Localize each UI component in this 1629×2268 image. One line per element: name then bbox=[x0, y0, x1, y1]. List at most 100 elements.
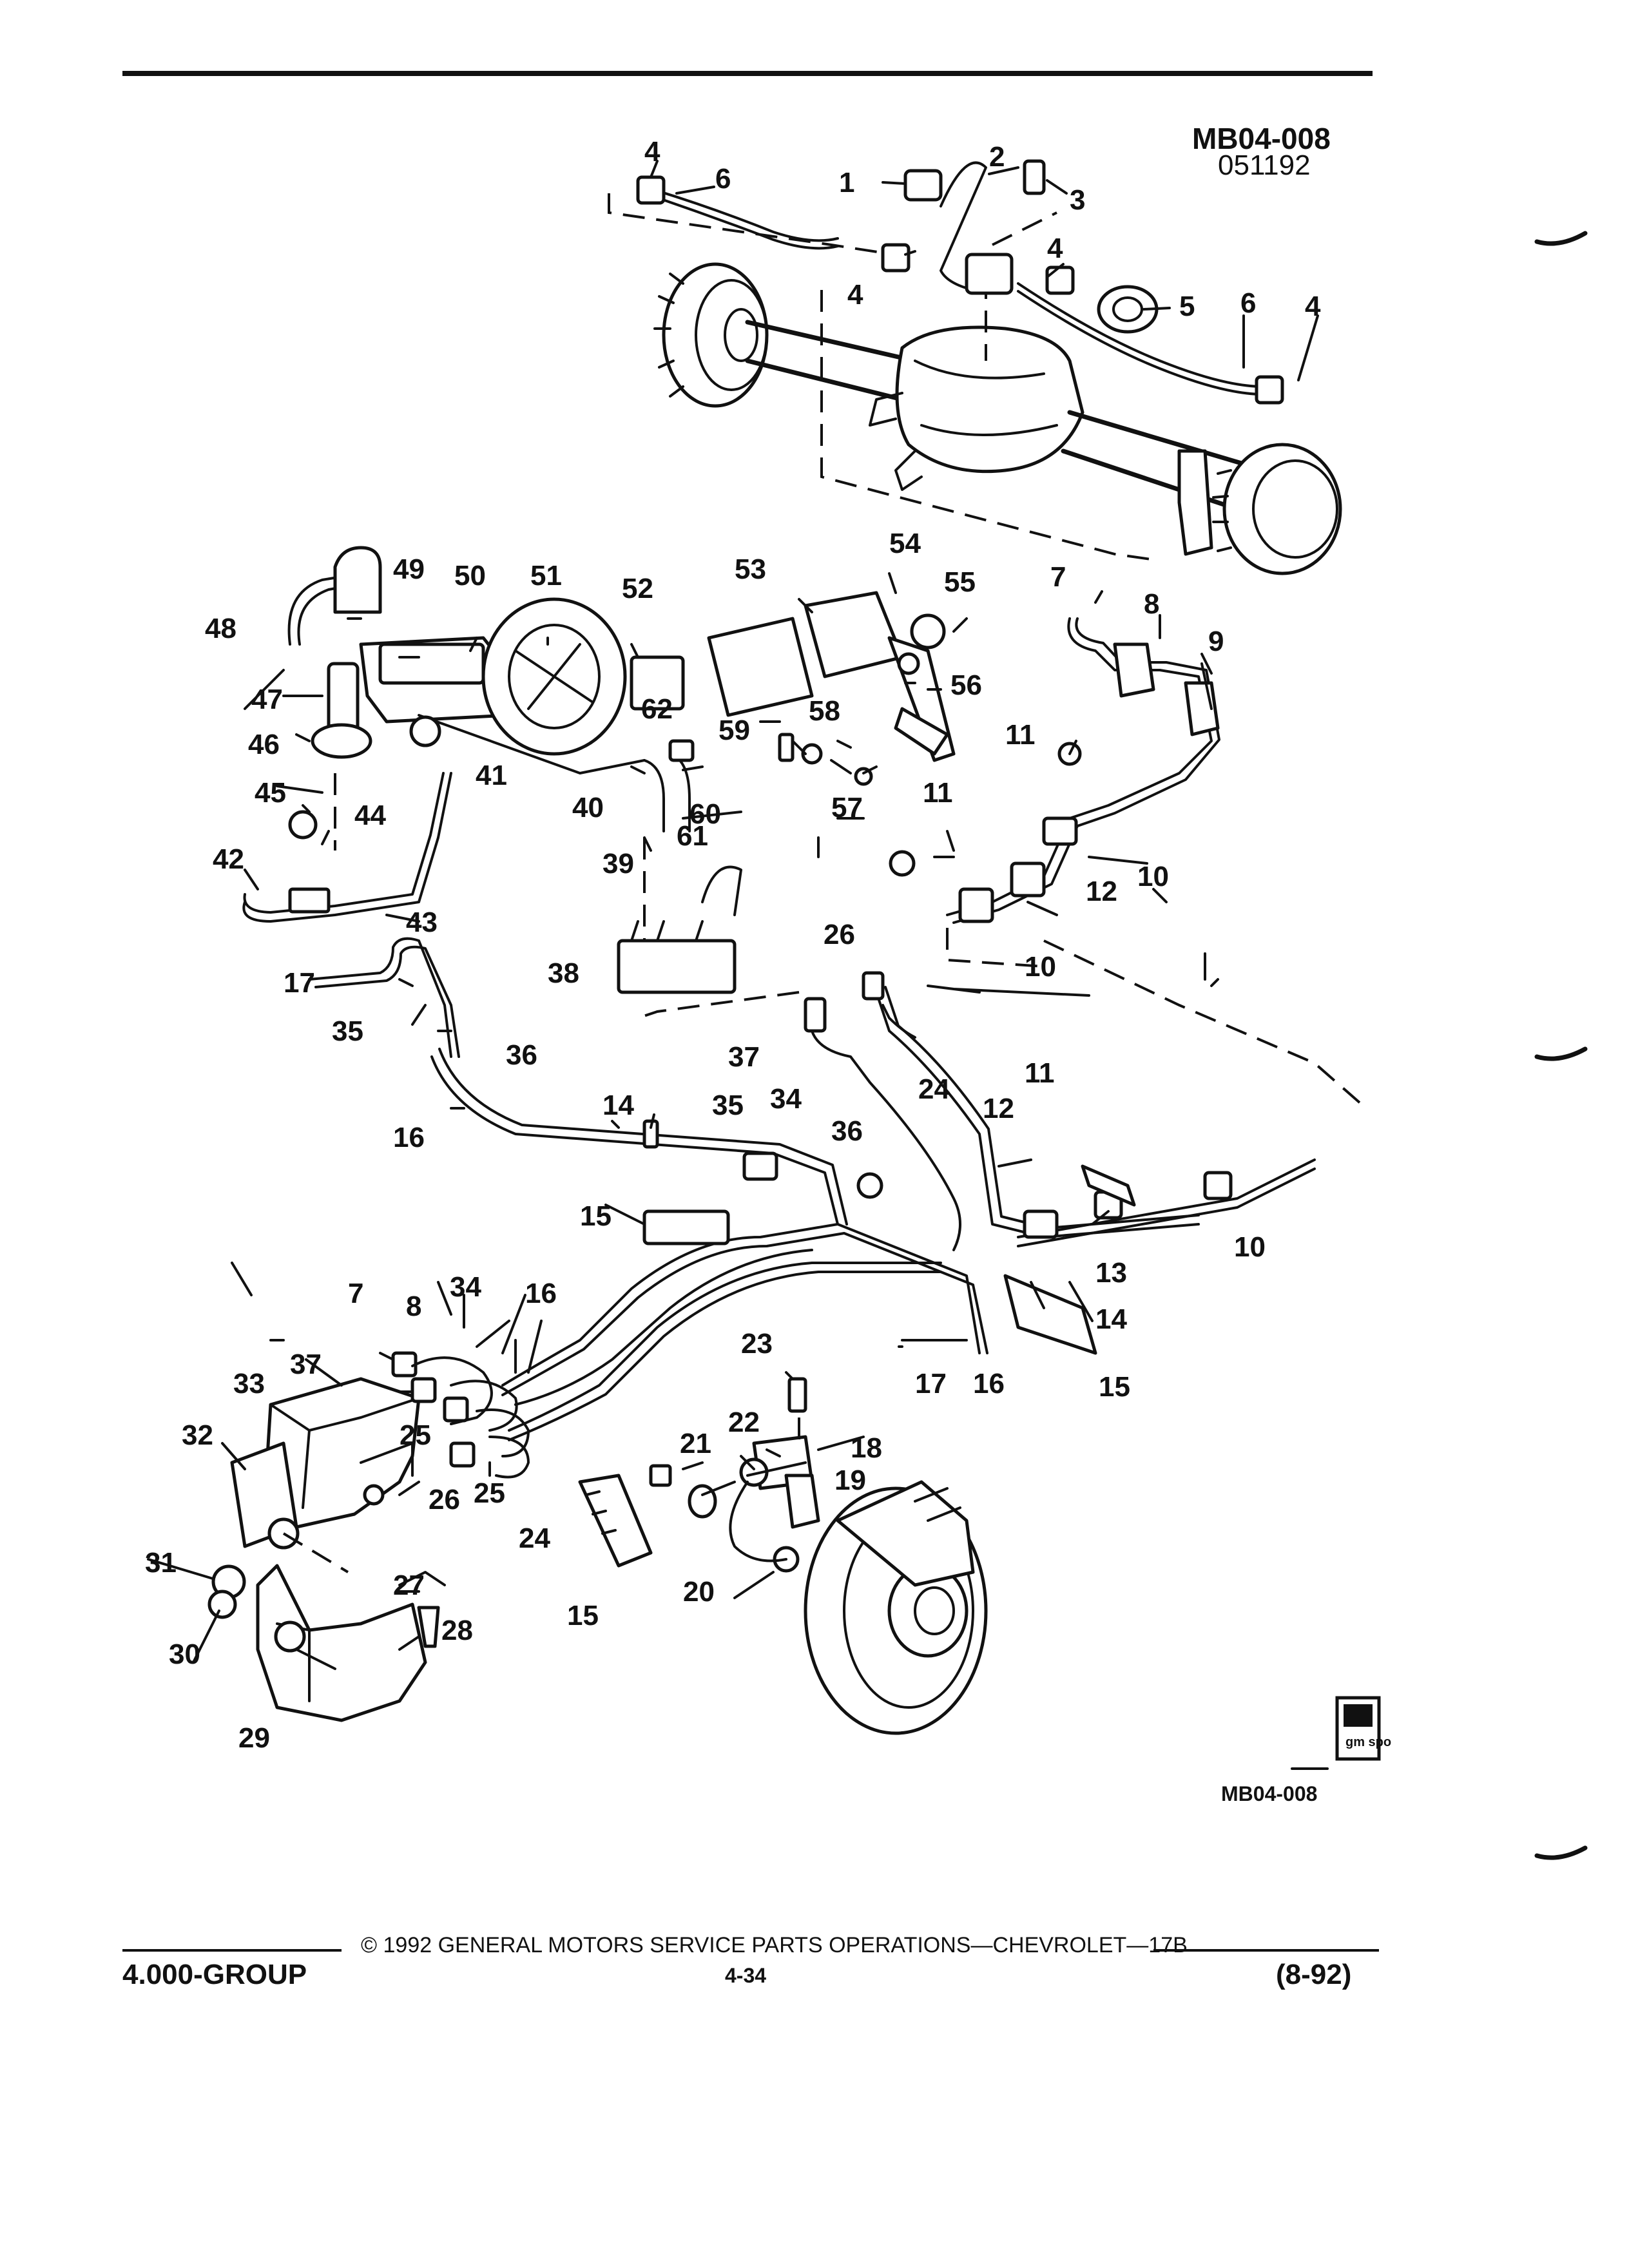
callout-label: 60 bbox=[689, 798, 721, 830]
callout-label: 55 bbox=[944, 566, 976, 598]
callout-label: 35 bbox=[332, 1015, 363, 1047]
callout-label: 61 bbox=[677, 820, 708, 852]
callout-label: 17 bbox=[915, 1368, 947, 1399]
callout-label: 3 bbox=[1070, 184, 1085, 216]
callout-label: 25 bbox=[474, 1477, 505, 1509]
callout-label: 62 bbox=[641, 693, 673, 725]
callout-label: 10 bbox=[1137, 861, 1169, 892]
rear-axle-assembly bbox=[608, 159, 1342, 575]
callout-label: 49 bbox=[393, 553, 425, 585]
callout-label: 15 bbox=[580, 1200, 612, 1232]
callout-label: 35 bbox=[712, 1090, 744, 1121]
callout-label: 41 bbox=[476, 760, 507, 791]
callout-label: 16 bbox=[525, 1278, 557, 1309]
callout-label: 34 bbox=[450, 1271, 481, 1303]
callout-label: 16 bbox=[393, 1122, 425, 1153]
diagram-code: MB04-008 bbox=[1192, 122, 1331, 155]
callout-label: 36 bbox=[831, 1115, 863, 1147]
callout-label: 16 bbox=[973, 1368, 1005, 1399]
callout-label: 31 bbox=[145, 1547, 177, 1579]
callout-label: 44 bbox=[354, 800, 386, 831]
top-rule bbox=[122, 71, 1373, 76]
master-cylinder-booster-group bbox=[242, 546, 956, 994]
callout-label: 36 bbox=[506, 1039, 537, 1071]
callout-label: 39 bbox=[602, 848, 634, 879]
callout-label: 37 bbox=[728, 1041, 760, 1073]
callout-label: 17 bbox=[284, 967, 315, 999]
callout-label: 14 bbox=[1095, 1303, 1127, 1335]
badge-text: gm spo bbox=[1345, 1735, 1391, 1749]
callout-label: 53 bbox=[735, 553, 766, 585]
callout-label: 21 bbox=[680, 1428, 711, 1459]
front-caliper-rotor bbox=[578, 1377, 988, 1735]
callout-label: 11 bbox=[1005, 719, 1036, 751]
callout-label: 15 bbox=[567, 1600, 599, 1631]
callout-label: 37 bbox=[290, 1349, 322, 1380]
callout-label: 13 bbox=[1095, 1257, 1127, 1289]
callout-label: 25 bbox=[400, 1419, 431, 1451]
callout-label: 29 bbox=[238, 1722, 270, 1754]
callout-label: 40 bbox=[572, 792, 604, 823]
footer-page-number: 4-34 bbox=[725, 1964, 767, 1987]
callout-label: 4 bbox=[644, 136, 660, 168]
callout-label: 7 bbox=[1050, 561, 1066, 593]
footer-date: (8-92) bbox=[1276, 1959, 1352, 1990]
callout-label: 6 bbox=[1240, 287, 1256, 319]
callout-label: 34 bbox=[770, 1083, 802, 1115]
callout-label: 11 bbox=[1025, 1057, 1055, 1089]
gm-spo-badge: gm spo bbox=[1291, 1696, 1391, 1770]
callout-label: 52 bbox=[622, 573, 653, 604]
callout-label: 2 bbox=[989, 141, 1005, 173]
figure-code: MB04-008 bbox=[1221, 1782, 1317, 1805]
diagram-date: 051192 bbox=[1218, 149, 1311, 181]
callout-label: 54 bbox=[889, 528, 921, 559]
abs-modulator-group bbox=[207, 1351, 530, 1722]
callout-numbers: 1 2 3 4 4 4 4 5 6 6 7 7 8 8 9 10 10 10 1… bbox=[145, 136, 1321, 1754]
callout-label: 57 bbox=[831, 792, 863, 823]
binding-marks bbox=[1534, 231, 1588, 1860]
callout-label: 4 bbox=[1047, 233, 1063, 264]
callout-label: 22 bbox=[728, 1407, 760, 1438]
callout-label: 32 bbox=[182, 1419, 213, 1451]
callout-label: 45 bbox=[255, 777, 286, 809]
callout-label: 4 bbox=[847, 279, 863, 311]
front-brake-pipes bbox=[308, 937, 1367, 1441]
callout-label: 30 bbox=[169, 1639, 200, 1670]
callout-label: 26 bbox=[429, 1484, 460, 1515]
callout-label: 28 bbox=[441, 1615, 473, 1646]
callout-label: 7 bbox=[348, 1278, 363, 1309]
callout-label: 14 bbox=[602, 1090, 634, 1121]
footer-rule-right bbox=[1153, 1949, 1379, 1952]
footer-group: 4.000-GROUP bbox=[122, 1959, 307, 1990]
callout-label: 19 bbox=[834, 1465, 866, 1496]
callout-label: 12 bbox=[1086, 876, 1117, 907]
callout-label: 42 bbox=[213, 843, 244, 875]
callout-label: 9 bbox=[1208, 626, 1224, 657]
callout-label: 51 bbox=[530, 560, 562, 591]
callout-label: 8 bbox=[1144, 588, 1159, 620]
footer-copyright: © 1992 GENERAL MOTORS SERVICE PARTS OPER… bbox=[361, 1933, 1188, 1957]
callout-label: 20 bbox=[683, 1576, 715, 1608]
callout-label: 1 bbox=[839, 167, 854, 198]
callout-label: 18 bbox=[851, 1432, 882, 1464]
footer-rule-left bbox=[122, 1949, 342, 1952]
callout-label: 38 bbox=[548, 957, 579, 989]
callout-label: 8 bbox=[406, 1291, 421, 1322]
callout-label: 24 bbox=[519, 1523, 550, 1554]
callout-label: 33 bbox=[233, 1368, 265, 1399]
callout-label: 46 bbox=[248, 729, 280, 760]
callout-label: 50 bbox=[454, 560, 486, 591]
callout-label: 58 bbox=[809, 695, 840, 727]
callout-label: 26 bbox=[824, 919, 855, 950]
callout-label: 23 bbox=[741, 1328, 773, 1360]
callout-label: 47 bbox=[251, 684, 283, 715]
callout-label: 43 bbox=[406, 907, 438, 938]
leader-lines bbox=[147, 160, 1319, 1670]
callout-label: 6 bbox=[715, 163, 731, 195]
callout-label: 48 bbox=[205, 613, 236, 644]
callout-label: 10 bbox=[1234, 1231, 1266, 1263]
callout-label: 27 bbox=[393, 1570, 425, 1601]
callout-label: 4 bbox=[1305, 291, 1321, 322]
